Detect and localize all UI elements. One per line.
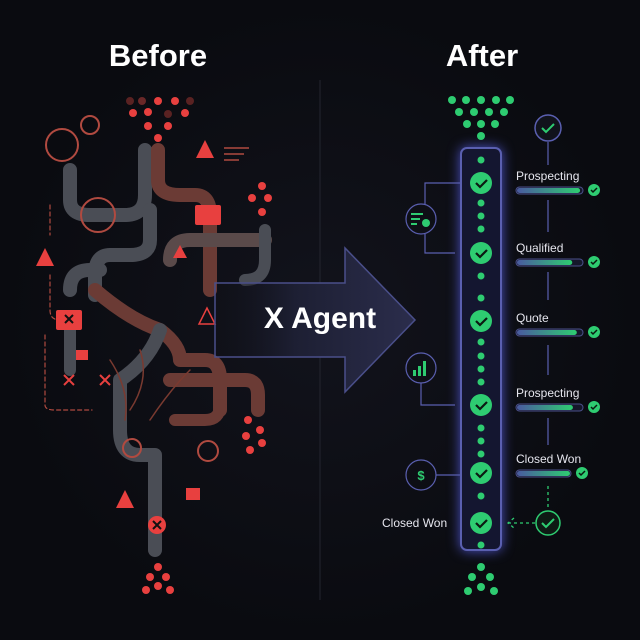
- flow-dot: [477, 437, 485, 445]
- list-check-icon: [411, 213, 423, 215]
- final-check-icon: [535, 510, 561, 536]
- side-icons: $: [411, 213, 430, 483]
- bottom-green-drops: [464, 563, 498, 595]
- start-check-icon: [534, 114, 562, 142]
- check-icon: [470, 310, 492, 332]
- flow-dot: [477, 199, 485, 207]
- stage-label: Qualified: [516, 241, 564, 255]
- flow-dot: [477, 338, 485, 346]
- agent-label: X Agent: [263, 302, 377, 335]
- flow-dot: [477, 352, 485, 360]
- magnifier-icon: [80, 197, 116, 233]
- flow-dot: [477, 541, 485, 549]
- warning-icon: [173, 245, 187, 258]
- flow-dot: [477, 365, 485, 373]
- top-green-drops: [448, 96, 514, 140]
- check-icon: [470, 172, 492, 194]
- stage-label: Prospecting: [516, 386, 580, 400]
- flow-dot: [477, 272, 485, 280]
- warning-icon: [116, 490, 134, 508]
- flow-dot: [477, 378, 485, 386]
- progress-fill: [517, 405, 573, 410]
- dollar-icon: $: [417, 468, 425, 483]
- red-drops-right: [242, 182, 272, 454]
- progress-fill: [517, 260, 573, 265]
- chart-up-icon: [413, 370, 416, 376]
- flow-dot: [477, 294, 485, 302]
- stage-label: Prospecting: [516, 169, 580, 183]
- check-icon: [470, 394, 492, 416]
- warning-icon: [196, 140, 214, 158]
- check-icon: [470, 242, 492, 264]
- flow-dot: [477, 450, 485, 458]
- question-bubble-icon: [80, 115, 100, 135]
- broken-pipeline: [44, 143, 272, 557]
- warning-icons: [36, 140, 221, 534]
- progress-fill: [517, 330, 577, 335]
- progress-fill: [517, 471, 570, 476]
- green-flow-dots: [477, 156, 485, 549]
- flow-dot: [477, 212, 485, 220]
- dashed-return-arrow: [506, 486, 549, 529]
- flow-dot: [477, 225, 485, 233]
- check-icon: [470, 512, 492, 534]
- stage-label: Closed Won: [516, 452, 582, 466]
- warning-icon: [197, 306, 217, 325]
- stage-checks: [470, 172, 492, 534]
- clean-pipeline: [460, 147, 502, 551]
- transform-arrow: [214, 246, 417, 394]
- flow-dot: [477, 492, 485, 500]
- red-drops-top: [126, 97, 194, 142]
- warning-icon: [36, 248, 54, 266]
- flow-dot: [477, 156, 485, 164]
- red-drops-bottom: [142, 563, 174, 594]
- flow-dot: [477, 424, 485, 432]
- confused-person-icon: [45, 128, 79, 162]
- progress-fill: [517, 188, 581, 193]
- stage-label: Quote: [516, 311, 549, 325]
- before-title: Before: [108, 38, 208, 73]
- after-title: After: [445, 38, 519, 73]
- final-stage-label: Closed Won: [382, 516, 448, 530]
- warning-valve: [195, 205, 221, 225]
- x-marks: [45, 115, 249, 530]
- connectors: [405, 142, 549, 491]
- progress-bars: [515, 184, 600, 479]
- check-icon: [470, 462, 492, 484]
